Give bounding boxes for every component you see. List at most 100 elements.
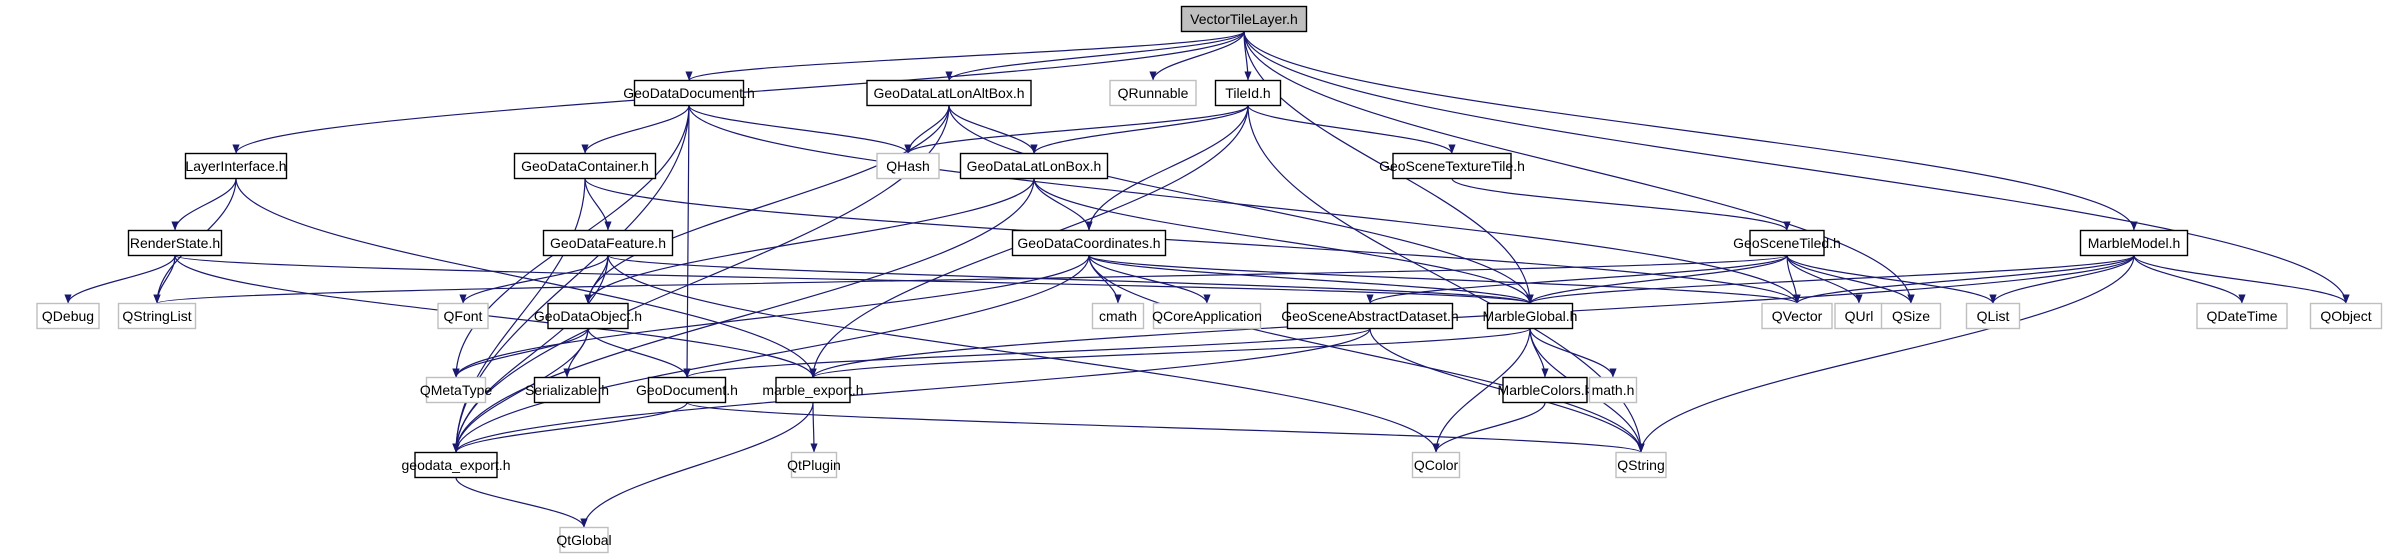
edge-vector-tile-layer-to-qrunnable [1149,31,1245,81]
node-label: GeoDataDocument.h [623,85,755,101]
edge-geo-data-coordinates-to-qstring [1088,255,1645,453]
edge-geo-data-document-to-geo-data-container [581,105,690,154]
node-box [2309,302,2383,330]
node-label: geodata_export.h [402,457,511,473]
node-marble-global[interactable]: MarbleGlobal.h [1483,302,1578,330]
node-box [414,451,498,479]
node-geo-scene-tiled[interactable]: GeoSceneTiled.h [1733,229,1841,257]
node-label: TileId.h [1225,85,1270,101]
node-box [1615,451,1667,479]
node-geo-data-document[interactable]: GeoDataDocument.h [623,79,755,107]
node-layer-interface[interactable]: LayerInterface.h [184,152,288,180]
edge-render-state-to-qdebug [64,255,176,304]
node-box [790,451,838,479]
node-label: QVector [1772,308,1823,324]
node-box [425,376,487,404]
node-label: QObject [2320,308,2371,324]
node-serializable[interactable]: Serializable.h [525,376,609,404]
node-render-state[interactable]: RenderState.h [127,229,223,257]
node-qrunnable: QRunnable [1109,79,1197,107]
node-geo-data-feature[interactable]: GeoDataFeature.h [542,229,674,257]
node-label: GeoSceneTiled.h [1733,235,1841,251]
node-box [1180,5,1308,33]
edge-geo-data-container-to-geo-data-feature [584,178,612,231]
edge-geo-data-lat-lon-box-to-geodata-export [452,178,1035,453]
node-qcore-application: QCoreApplication [1152,302,1262,330]
edge-geo-data-coordinates-to-marble-global [1088,254,1534,305]
node-label: QUrl [1845,308,1874,324]
node-label: GeoDataCoordinates.h [1017,235,1160,251]
node-box [1091,302,1145,330]
edge-geo-scene-tiled-to-geo-scene-abstract-dataset [1366,254,1788,305]
edge-geo-scene-tiled-to-qlist [1786,255,1997,304]
edge-geo-data-lat-lon-box-to-geo-data-object [584,178,1035,304]
node-geodata-export[interactable]: geodata_export.h [402,451,511,479]
node-qcolor: QColor [1411,451,1461,479]
node-qstring-list: QStringList [117,302,197,330]
node-qdate-time: QDateTime [2196,302,2288,330]
node-geo-data-container[interactable]: GeoDataContainer.h [513,152,657,180]
node-box [127,229,223,257]
node-geo-data-object[interactable]: GeoDataObject.h [534,302,642,330]
node-box [559,526,609,554]
node-box [2079,229,2189,257]
node-box [437,302,489,330]
node-geo-scene-abstract-dataset[interactable]: GeoSceneAbstractDataset.h [1281,302,1459,330]
node-box [633,79,745,107]
node-tile-id[interactable]: TileId.h [1214,79,1282,107]
node-box [1411,451,1461,479]
edge-vector-tile-layer-to-qobject [1243,31,2350,304]
node-label: LayerInterface.h [185,158,286,174]
edge-geo-scene-tiled-to-marble-global [1526,255,1788,304]
node-geo-data-lat-lon-box[interactable]: GeoDataLatLonBox.h [959,152,1109,180]
node-qlist: QList [1965,302,2021,330]
edge-vector-tile-layer-to-marble-model [1243,31,2138,231]
edge-geo-document-to-geodata-export [452,402,688,453]
edge-geo-data-lat-lon-alt-box-to-qhash [904,105,950,154]
edge-geo-data-object-to-geo-document [587,328,691,378]
node-label: QRunnable [1118,85,1189,101]
node-box [2196,302,2288,330]
node-qurl: QUrl [1834,302,1884,330]
edge-marble-export-to-qt-plugin [810,402,818,453]
node-marble-export[interactable]: marble_export.h [762,376,864,404]
edge-tile-id-to-geo-data-lat-lon-box [1030,105,1249,154]
node-geo-document[interactable]: GeoDocument.h [636,376,738,404]
node-label: Serializable.h [525,382,609,398]
edge-vector-tile-layer-to-marble-global [1243,31,1534,304]
node-box [1588,376,1638,404]
node-geo-scene-texture-tile[interactable]: GeoSceneTextureTile.h [1379,152,1525,180]
node-geo-data-coordinates[interactable]: GeoDataCoordinates.h [1011,229,1167,257]
edge-geo-data-lat-lon-alt-box-to-marble-global [948,105,1534,304]
edge-marble-model-to-qstring [1637,255,2135,453]
edge-geo-scene-abstract-dataset-to-geo-document [683,327,1371,379]
node-box [542,229,674,257]
edge-marble-model-to-marble-export [809,255,2135,378]
edge-tile-id-to-qhash [904,104,1249,155]
node-vector-tile-layer[interactable]: VectorTileLayer.h [1180,5,1308,33]
node-box [1749,229,1825,257]
node-label: GeoDataLatLonAltBox.h [874,85,1025,101]
node-label: GeoSceneTextureTile.h [1379,158,1525,174]
edge-geo-data-lat-lon-alt-box-to-geo-data-lat-lon-box [948,105,1038,154]
node-box [866,79,1032,107]
node-box [1011,229,1167,257]
edge-geo-data-lat-lon-box-to-geo-data-coordinates [1033,178,1093,231]
node-label: QDateTime [2206,308,2277,324]
edge-render-state-to-marble-global [174,254,1533,305]
edge-geo-data-document-to-geo-document [683,105,691,378]
node-box [533,376,601,404]
edge-marble-export-to-qt-global [580,402,814,528]
node-qt-plugin: QtPlugin [787,451,841,479]
edge-layer-interface-to-marble-export [235,178,817,378]
node-marble-colors[interactable]: MarbleColors.h [1498,376,1593,404]
node-geo-data-lat-lon-alt-box[interactable]: GeoDataLatLonAltBox.h [866,79,1032,107]
node-label: GeoDataFeature.h [550,235,666,251]
node-marble-model[interactable]: MarbleModel.h [2079,229,2189,257]
node-box [513,152,657,180]
edge-geo-data-document-to-qhash [688,105,912,154]
node-label: GeoDocument.h [636,382,738,398]
edge-geo-data-coordinates-to-qvector [1088,254,1801,305]
